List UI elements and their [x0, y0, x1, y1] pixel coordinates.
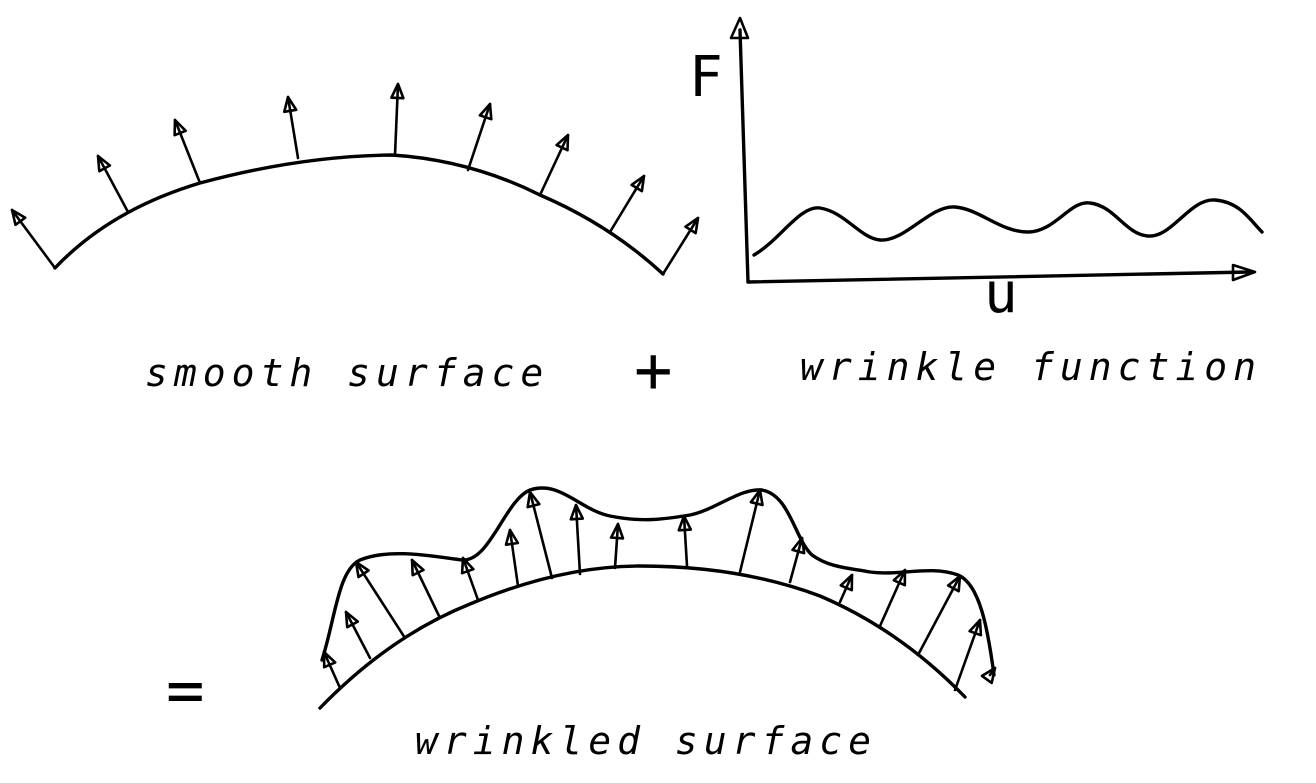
wrinkled-normal-arrow — [738, 488, 764, 574]
wrinkled-normal-arrow — [354, 560, 407, 640]
wrinkled-normal-arrow — [344, 610, 372, 660]
wrinkle-function-label: wrinkle function — [800, 345, 1262, 389]
wrinkled-surface-label: wrinkled surface — [415, 719, 877, 763]
smooth-normal-arrow — [173, 118, 202, 185]
wrinkled-normal-arrow — [609, 522, 625, 570]
wrinkled-normal-arrow — [878, 568, 907, 628]
smooth-normal-arrow — [661, 216, 700, 276]
u-axis-label: u — [984, 261, 1018, 326]
wrinkled-normal-arrow — [569, 503, 585, 576]
plus-sign: + — [634, 334, 673, 408]
smooth-normal-arrow — [466, 102, 493, 172]
equals-sign: = — [166, 654, 205, 728]
wrinkled-surface-normals — [322, 488, 997, 692]
wrinkle-function-curve — [752, 198, 1264, 257]
f-axis-line — [738, 28, 750, 284]
smooth-surface-normals — [10, 82, 700, 276]
smooth-surface-label: smooth surface — [145, 351, 549, 395]
u-axis-arrowhead — [1231, 263, 1257, 282]
wrinkled-normal-arrow — [788, 536, 806, 584]
wrinkled-normal-arrow — [677, 514, 693, 568]
wrinkled-normal-arrow — [838, 573, 854, 604]
wrinkled-normal-arrow — [460, 556, 480, 602]
smooth-normal-arrow — [390, 82, 405, 157]
wrinkled-base-curve — [318, 564, 967, 710]
f-axis-arrowhead — [729, 16, 750, 40]
wrinkled-normal-arrow — [953, 618, 983, 692]
smooth-normal-arrow — [10, 208, 57, 270]
smooth-normal-arrow — [608, 174, 646, 234]
wrinkled-normal-arrow — [504, 528, 520, 588]
smooth-normal-arrow — [538, 133, 570, 197]
u-axis-line — [746, 270, 1252, 284]
f-axis-label: F — [689, 45, 723, 110]
wrinkled-normal-arrow — [916, 574, 962, 657]
wrinkle-function-graph: F u — [689, 16, 1264, 326]
wrinkled-normal-arrow — [322, 650, 342, 690]
wrinkled-normal-arrow — [526, 490, 554, 580]
smooth-surface-curve — [53, 153, 665, 276]
wrinkled-surface-group — [318, 486, 997, 710]
smooth-normal-arrow — [96, 154, 130, 214]
wrinkled-normal-arrow — [410, 558, 442, 620]
smooth-surface-group — [10, 82, 700, 276]
wrinkled-normal-arrow — [980, 666, 997, 685]
smooth-normal-arrow — [283, 95, 300, 160]
